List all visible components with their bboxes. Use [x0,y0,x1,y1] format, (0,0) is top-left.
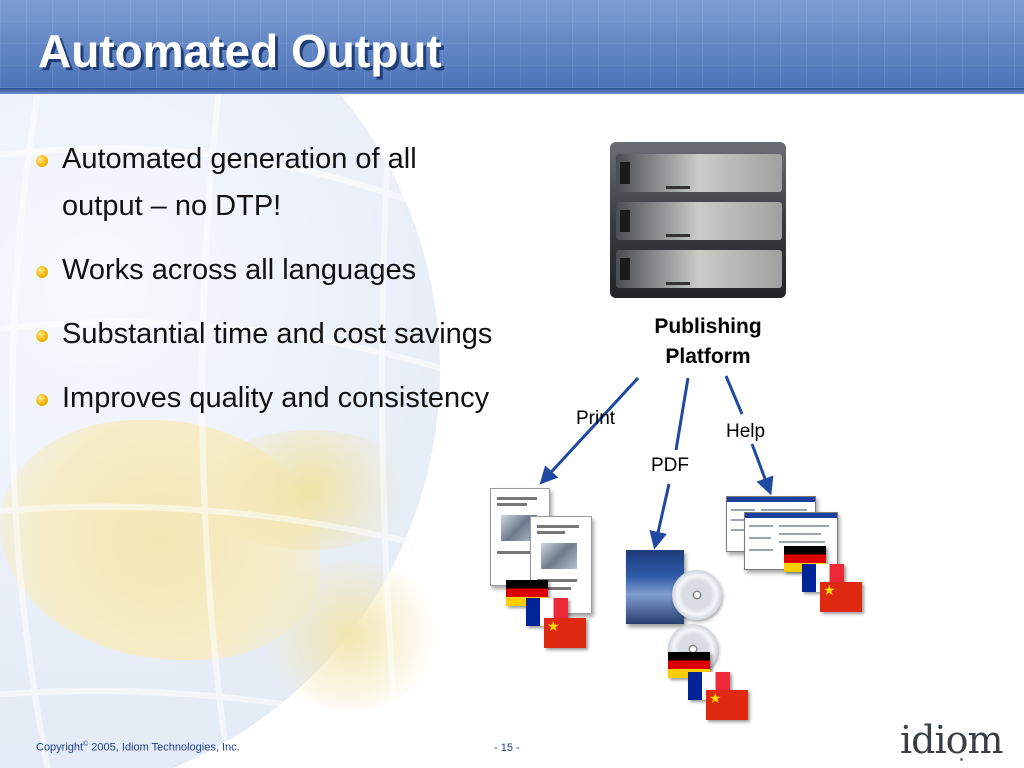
bullet-dot-icon [36,394,48,406]
chinese-flag-icon: ★ [820,582,862,612]
copyright-text: Copyright© 2005, Idiom Technologies, Inc… [36,741,240,754]
logo-mark [960,758,963,761]
platform-label-line1: Publishing [654,315,762,338]
header-divider [0,88,1024,94]
bullet-dot-icon [36,266,48,278]
copyright-rest: 2005, Idiom Technologies, Inc. [88,741,240,754]
bullet-list: Automated generation of all output – no … [34,136,504,439]
bullet-item: Automated generation of all output – no … [34,136,504,230]
bullet-text: Substantial time and cost savings [62,318,493,350]
copyright-symbol: © [83,741,89,748]
bullet-text: Automated generation of all output – no … [62,143,417,222]
bullet-text: Improves quality and consistency [62,382,490,414]
idiom-logo: idiom [900,718,1004,762]
header-pattern [0,0,1024,88]
copyright-prefix: Copyright [36,741,84,754]
bullet-text: Works across all languages [62,254,417,286]
chinese-flag-icon: ★ [544,618,586,648]
cd-disc-icon [672,570,722,620]
output-label-pdf: PDF [651,455,689,476]
platform-label-line2: Platform [665,345,751,368]
page-number: - 15 - [494,742,520,754]
bullet-item: Works across all languages [34,247,504,294]
bullet-dot-icon [36,155,48,167]
chinese-flag-icon: ★ [706,690,748,720]
server-rack-icon [610,142,786,298]
title-bar [0,0,1024,88]
globe-gridlines [0,80,480,768]
bullet-item: Improves quality and consistency [34,375,504,422]
platform-label: Publishing Platform [620,312,796,372]
output-label-print: Print [576,408,616,429]
map-landmass [260,560,440,710]
bullet-dot-icon [36,330,48,342]
output-label-help: Help [726,421,766,442]
slide-title: Automated Output [38,25,442,77]
bullet-item: Substantial time and cost savings [34,311,504,358]
